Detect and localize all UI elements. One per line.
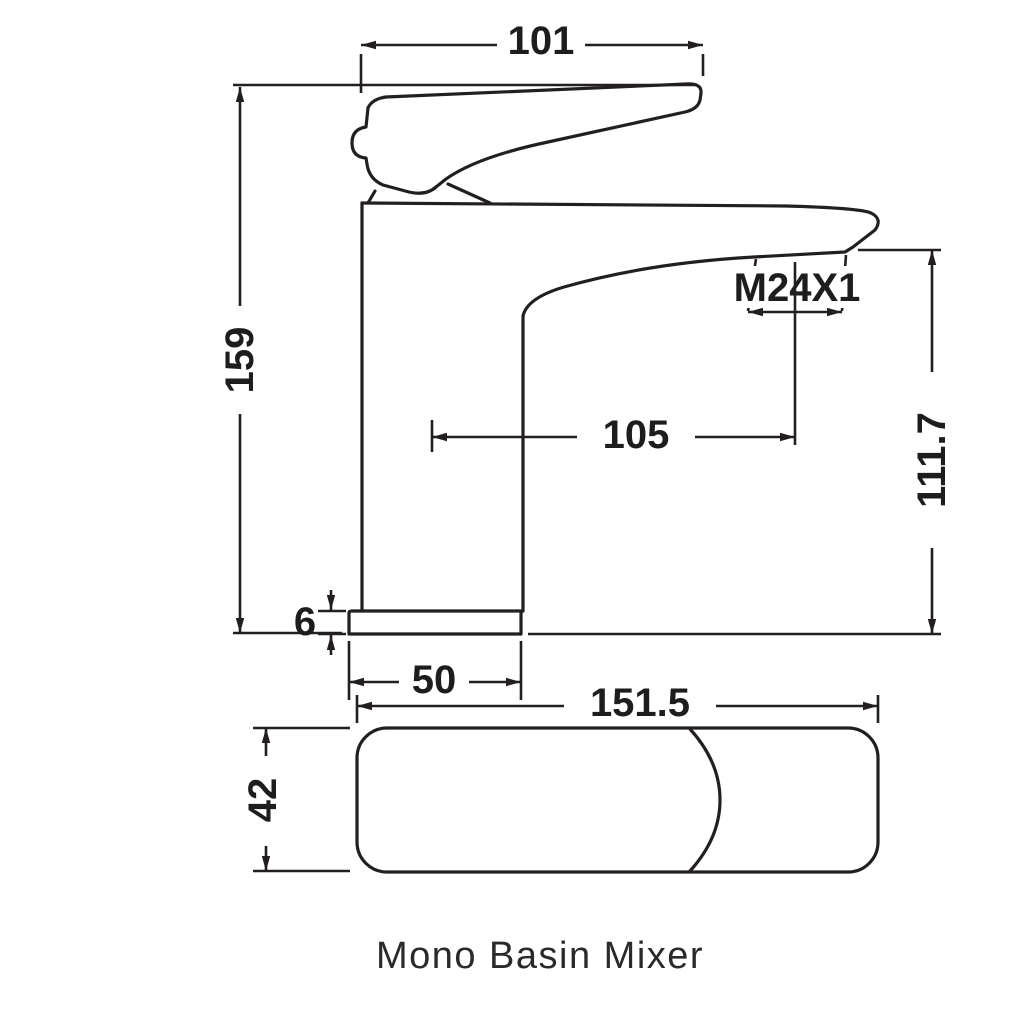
dimension-42: 42 (240, 726, 350, 873)
dim-101-label: 101 (508, 19, 575, 63)
dimension-m24x1: M24X1 (723, 254, 871, 317)
dim-1515-label: 151.5 (590, 681, 690, 725)
dim-42-label: 42 (241, 778, 285, 823)
dim-m24-label-mask (723, 266, 871, 308)
dim-1117-label-mask (908, 372, 956, 548)
side-elevation-view (347, 82, 880, 636)
dim-50-label: 50 (412, 658, 457, 702)
dim-101-label-mask (497, 21, 585, 61)
plan-body-end-curve (688, 727, 722, 873)
dimension-105: 105 (430, 262, 797, 457)
faucet-handle-outline (366, 82, 703, 189)
faucet-base-plate (347, 609, 523, 636)
dim-1515-label-mask (564, 682, 716, 726)
dimension-101: 101 (359, 19, 705, 93)
faucet-neck-left (366, 189, 377, 205)
plan-view (355, 726, 880, 874)
dim-159-label-mask (217, 306, 263, 414)
dim-105-label: 105 (603, 413, 670, 457)
faucet-handle-left-end (350, 106, 438, 195)
thread-spec-label: M24X1 (734, 266, 861, 310)
dimension-159: 159 (217, 83, 695, 635)
faucet-spout-outline (360, 201, 880, 613)
plan-outline (355, 726, 880, 874)
faucet-neck-right (446, 182, 492, 205)
dimension-151-5: 151.5 (355, 681, 880, 726)
dim-42-label-mask (240, 756, 288, 846)
dimension-50: 50 (347, 641, 523, 702)
dim-50-label-mask (399, 660, 469, 702)
dimension-6: 6 (294, 590, 346, 655)
product-caption: Mono Basin Mixer (376, 935, 704, 977)
dim-1117-label: 111.7 (910, 412, 954, 508)
dim-6-label: 6 (294, 600, 316, 644)
dim-105-label-mask (577, 413, 695, 457)
dimension-111-7: 111.7 (528, 248, 956, 636)
dim-159-label: 159 (218, 327, 262, 394)
